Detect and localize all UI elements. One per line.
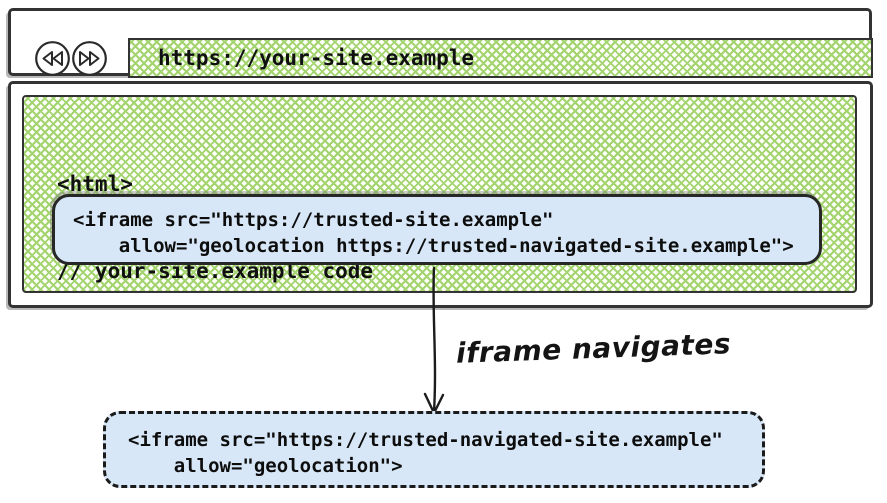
address-url: https://your-site.example <box>158 46 475 70</box>
browser-toolbar: https://your-site.example <box>8 8 873 78</box>
navigated-iframe-src-line: <iframe src="https://trusted-navigated-s… <box>128 429 723 451</box>
iframe-allow-line: allow="geolocation https://trusted-navig… <box>73 235 794 257</box>
forward-button[interactable] <box>71 40 108 77</box>
navigated-iframe-code-box: <iframe src="https://trusted-navigated-s… <box>103 411 765 488</box>
iframe-code-box: <iframe src="https://trusted-site.exampl… <box>52 194 822 265</box>
rewind-icon <box>35 41 70 76</box>
fast-forward-icon <box>72 41 107 76</box>
navigation-arrow <box>423 266 445 415</box>
code-line-html-tag: <html> <box>57 172 133 196</box>
back-button[interactable] <box>34 40 71 77</box>
arrow-label: iframe navigates <box>455 327 732 370</box>
iframe-src-line: <iframe src="https://trusted-site.exampl… <box>73 209 554 231</box>
navigated-iframe-allow-line: allow="geolocation"> <box>128 455 403 477</box>
address-bar[interactable]: https://your-site.example <box>128 38 873 78</box>
